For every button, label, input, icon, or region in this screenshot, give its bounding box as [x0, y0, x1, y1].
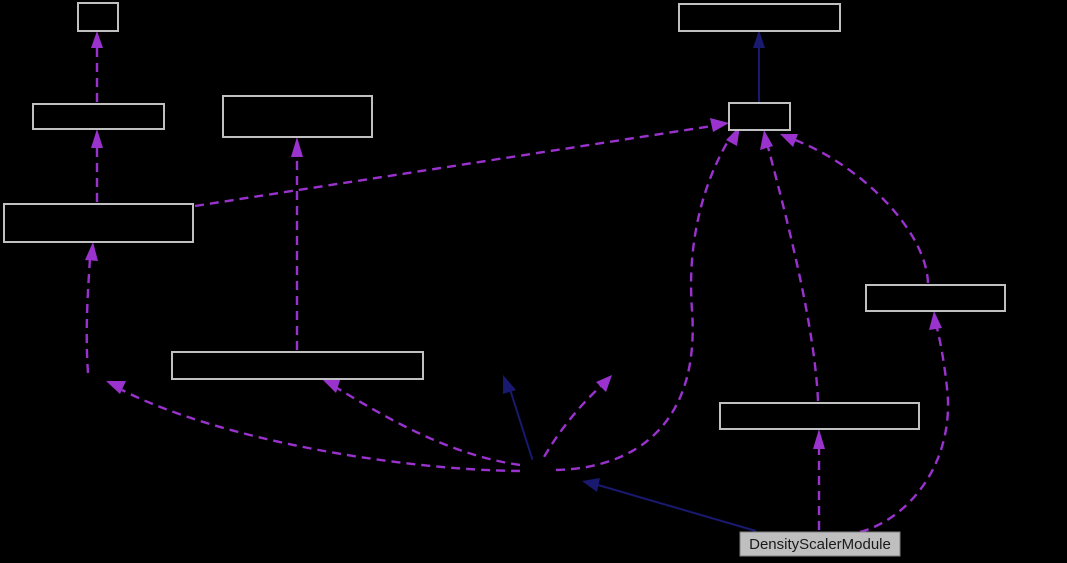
arrowhead-n3-to-n7 — [710, 118, 729, 132]
arrowhead-n5-to-n4 — [291, 137, 303, 157]
arrowhead-n7-to-n6 — [753, 30, 765, 48]
edge-hub-to-n3-upper — [85, 257, 92, 374]
arrowhead-n8-to-n7 — [780, 134, 798, 147]
edge-n10-to-hub — [597, 484, 757, 532]
node-n8[interactable] — [865, 284, 1006, 312]
node-n5[interactable] — [171, 351, 424, 380]
edge-n8-to-n7 — [794, 138, 930, 284]
arrowhead-n2-to-n1 — [91, 31, 103, 48]
edge-hub-to-n5 — [336, 386, 521, 467]
node-n2[interactable] — [32, 103, 165, 130]
arrowhead-hub-to-n5 — [322, 379, 340, 393]
arrowhead-hub-to-n3 — [106, 381, 126, 394]
edge-n10-to-n8 — [859, 327, 950, 534]
edge-n3-to-n7 — [194, 124, 713, 208]
node-n9[interactable] — [719, 402, 920, 430]
node-n3[interactable] — [3, 203, 194, 243]
node-layer: DensityScalerModule — [3, 2, 1006, 557]
arrowhead-hub-stub-up — [596, 375, 612, 392]
node-n7[interactable] — [728, 102, 791, 131]
arrowhead-n3-to-n2 — [91, 129, 103, 148]
arrowhead-n10-to-hub — [582, 478, 600, 492]
arrowhead-n10-to-n9 — [813, 429, 825, 449]
edge-n9-to-n7 — [766, 146, 820, 402]
arrowhead-n3-bottom — [85, 242, 98, 261]
node-density-scaler-module-label: DensityScalerModule — [749, 536, 891, 553]
arrowhead-hub-stub-upleft — [503, 375, 516, 394]
node-n6[interactable] — [678, 3, 841, 32]
edge-hub-stub-up — [535, 385, 602, 471]
edge-layer — [85, 30, 950, 534]
arrowhead-n9-to-n7 — [760, 130, 773, 150]
node-n4[interactable] — [222, 95, 373, 138]
edge-hub-to-n7 — [555, 137, 732, 472]
node-n1[interactable] — [77, 2, 119, 32]
node-density-scaler-module[interactable]: DensityScalerModule — [739, 531, 901, 557]
arrowhead-n10-to-n8 — [929, 311, 942, 330]
edge-hub-stub-upleft — [507, 382, 538, 475]
edge-junction-hub — [519, 459, 555, 495]
edge-hub-to-n3 — [121, 388, 521, 473]
